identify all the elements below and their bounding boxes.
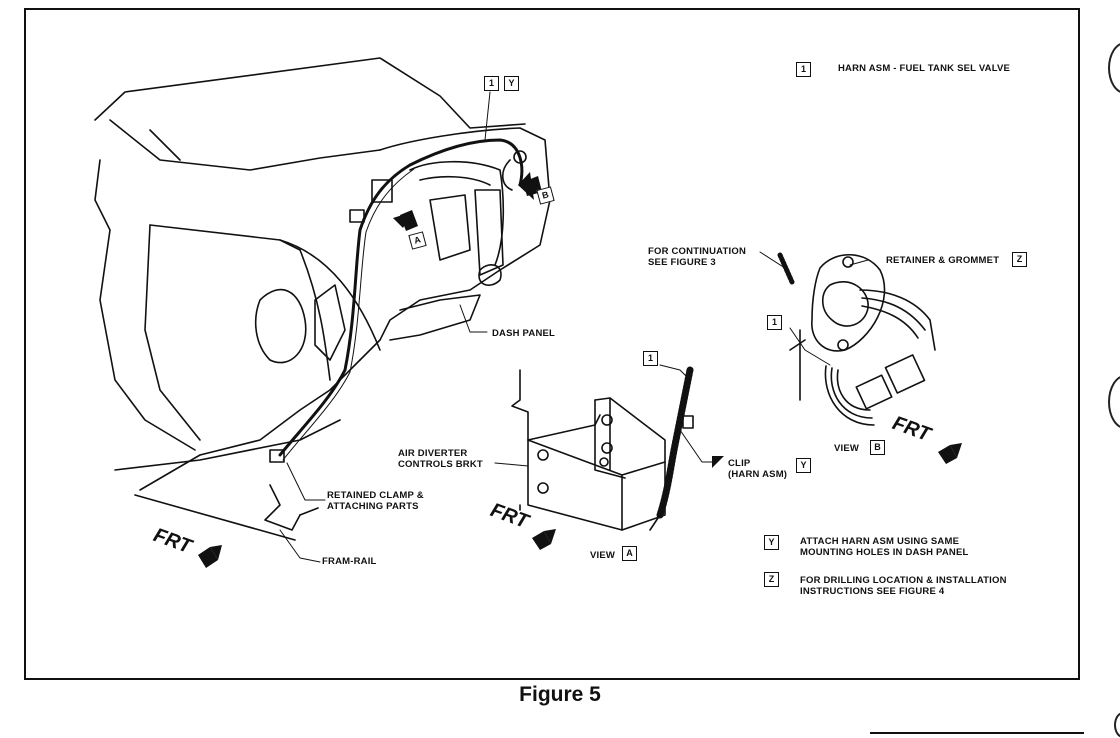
note-y-line2: MOUNTING HOLES IN DASH PANEL: [800, 547, 969, 558]
view-a-bracket: [511, 366, 694, 531]
legend-1-text: HARN ASM - FUEL TANK SEL VALVE: [838, 63, 1011, 74]
note-z-line2: INSTRUCTIONS SEE FIGURE 4: [800, 586, 945, 597]
vehicle-sketch: [94, 57, 551, 541]
retainer-grommet-label: RETAINER & GROMMET: [886, 255, 1000, 266]
clip-label-line1: CLIP: [728, 458, 751, 469]
air-diverter-line1: AIR DIVERTER: [398, 448, 468, 459]
callout-b-view: B: [870, 440, 885, 455]
callout-1-top: 1: [484, 76, 499, 91]
leader-lines: [279, 91, 869, 563]
for-continuation-line1: FOR CONTINUATION: [648, 246, 747, 257]
note-z-line1: FOR DRILLING LOCATION & INSTALLATION: [800, 575, 1007, 586]
note-callout-y: Y: [764, 535, 779, 550]
note-callout-z: Z: [764, 572, 779, 587]
retained-clamp-line1: RETAINED CLAMP &: [327, 490, 424, 501]
figure-caption: Figure 5: [519, 683, 601, 706]
retained-clamp-line2: ATTACHING PARTS: [327, 501, 419, 512]
callout-y-clip: Y: [796, 458, 811, 473]
callout-y-top: Y: [504, 76, 519, 91]
view-b-label: VIEW: [834, 443, 860, 454]
view-b-assembly: [777, 252, 936, 426]
clip-label-line2: (HARN ASM): [728, 469, 788, 480]
air-diverter-line2: CONTROLS BRKT: [398, 459, 483, 470]
note-y-line1: ATTACH HARN ASM USING SAME: [800, 536, 960, 547]
legend-callout-1: 1: [796, 62, 811, 77]
view-a-label: VIEW: [590, 550, 616, 561]
callout-a-view: A: [622, 546, 637, 561]
frt-arrows: [198, 443, 962, 568]
diagram-frame: [24, 8, 1080, 680]
callout-1-view-a: 1: [643, 351, 658, 366]
callout-1-view-b: 1: [767, 315, 782, 330]
callout-z-retainer: Z: [1012, 252, 1027, 267]
for-continuation-line2: SEE FIGURE 3: [648, 257, 716, 268]
dash-panel-label: DASH PANEL: [492, 328, 556, 339]
fram-rail-label: FRAM-RAIL: [322, 556, 377, 567]
